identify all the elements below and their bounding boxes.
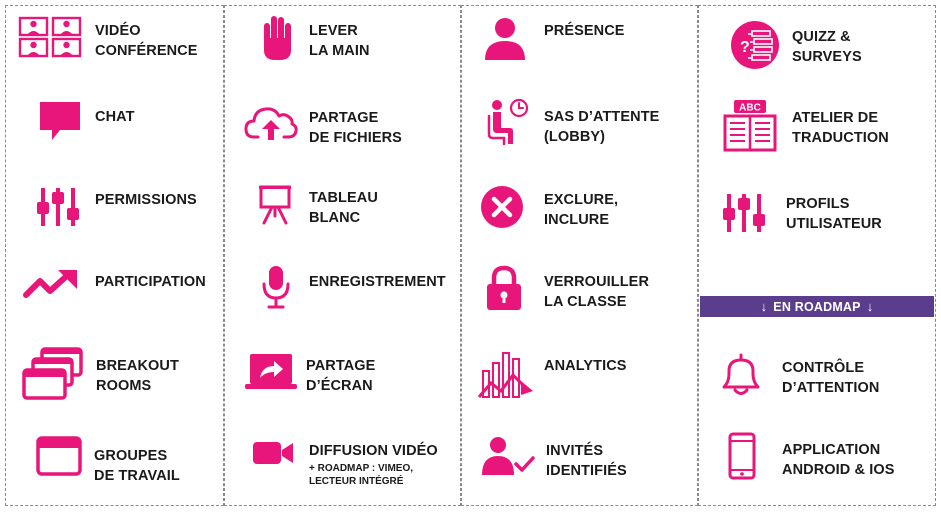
microphone-icon bbox=[262, 266, 290, 309]
feature-label-line: EXCLURE, bbox=[544, 192, 619, 208]
feature-label-line: ROOMS bbox=[96, 378, 152, 394]
smartphone-icon bbox=[728, 432, 756, 480]
feature-note-line: + ROADMAP : VIMEO, bbox=[309, 463, 413, 474]
feature-label-line: PARTICIPATION bbox=[95, 274, 206, 290]
feature-label-line: VIDÉO bbox=[95, 23, 141, 39]
raised-hand-icon bbox=[264, 16, 291, 60]
user-icon bbox=[485, 18, 525, 60]
feature-label-line: IDENTIFIÉS bbox=[546, 463, 627, 479]
feature-label-line: PARTAGE bbox=[306, 358, 376, 374]
feature-label-line: DE FICHIERS bbox=[309, 130, 402, 146]
feature-label-line: APPLICATION bbox=[782, 442, 881, 458]
close-circle-icon bbox=[481, 186, 523, 228]
feature-label-line: ENREGISTREMENT bbox=[309, 274, 446, 290]
feature-label-line: TRADUCTION bbox=[792, 130, 889, 146]
feature-label-line: VERROUILLER bbox=[544, 274, 650, 290]
feature-column-1 bbox=[5, 5, 224, 506]
feature-note-line: LECTEUR INTÉGRÉ bbox=[309, 476, 404, 487]
feature-label-line: LEVER bbox=[309, 23, 358, 39]
roadmap-banner-label: EN ROADMAP bbox=[773, 299, 861, 314]
feature-label-line: SAS D’ATTENTE bbox=[544, 109, 660, 125]
svg-text:?: ? bbox=[740, 39, 750, 56]
feature-label-line: D’ATTENTION bbox=[782, 380, 880, 396]
feature-label-line: DE TRAVAIL bbox=[94, 468, 180, 484]
feature-label-line: UTILISATEUR bbox=[786, 216, 882, 232]
feature-label-line: (LOBBY) bbox=[544, 129, 606, 145]
bell-icon bbox=[722, 353, 760, 395]
user-check-icon bbox=[482, 437, 535, 475]
translation-book-icon: ABC bbox=[723, 100, 777, 152]
feature-label-line: PROFILS bbox=[786, 196, 850, 212]
feature-label-line: SURVEYS bbox=[792, 49, 862, 65]
analytics-icon bbox=[477, 352, 533, 398]
feature-column-3 bbox=[461, 5, 698, 506]
lock-icon bbox=[487, 265, 521, 310]
screen-share-icon bbox=[245, 354, 297, 389]
feature-label-line: GROUPES bbox=[94, 448, 168, 464]
arrow-down-icon: ↓ bbox=[760, 299, 768, 314]
feature-label-line: INCLURE bbox=[544, 212, 610, 228]
feature-label-line: ANDROID & IOS bbox=[782, 462, 895, 478]
feature-label-line: BREAKOUT bbox=[96, 358, 179, 374]
arrow-down-icon: ↓ bbox=[866, 299, 874, 314]
feature-label-line: CONTRÔLE bbox=[782, 360, 865, 376]
roadmap-banner: ↓ EN ROADMAP ↓ bbox=[700, 296, 934, 317]
video-conference-icon bbox=[18, 16, 82, 58]
feature-label-line: TABLEAU bbox=[309, 190, 378, 206]
feature-label-line: CONFÉRENCE bbox=[95, 43, 198, 59]
whiteboard-icon bbox=[259, 185, 291, 225]
feature-label-line: PRÉSENCE bbox=[544, 23, 625, 39]
feature-label-line: LA MAIN bbox=[309, 43, 370, 59]
feature-column-2 bbox=[224, 5, 461, 506]
feature-label-line: ANALYTICS bbox=[544, 358, 627, 374]
svg-text:ABC: ABC bbox=[739, 103, 761, 114]
feature-label-line: DIFFUSION VIDÉO bbox=[309, 443, 438, 459]
feature-label-line: ATELIER DE bbox=[792, 110, 879, 126]
sliders-icon bbox=[37, 188, 79, 226]
stacked-windows-icon bbox=[22, 347, 83, 400]
waiting-person-icon bbox=[487, 98, 529, 146]
quiz-icon: ? bbox=[731, 21, 779, 69]
trend-up-icon bbox=[23, 270, 77, 298]
chat-bubble-icon bbox=[40, 102, 80, 140]
feature-label-line: LA CLASSE bbox=[544, 294, 627, 310]
feature-label-line: BLANC bbox=[309, 210, 361, 226]
feature-label-line: PARTAGE bbox=[309, 110, 379, 126]
feature-label-line: INVITÉS bbox=[546, 443, 604, 459]
feature-label-line: PERMISSIONS bbox=[95, 192, 197, 208]
feature-label-line: QUIZZ & bbox=[792, 29, 851, 45]
sliders-icon bbox=[723, 194, 765, 232]
feature-label-line: D’ÉCRAN bbox=[306, 378, 373, 394]
video-camera-icon bbox=[253, 442, 293, 464]
feature-column-4 bbox=[698, 5, 936, 506]
feature-label-line: CHAT bbox=[95, 109, 135, 125]
cloud-upload-icon bbox=[244, 107, 298, 140]
browser-window-icon bbox=[36, 436, 82, 476]
